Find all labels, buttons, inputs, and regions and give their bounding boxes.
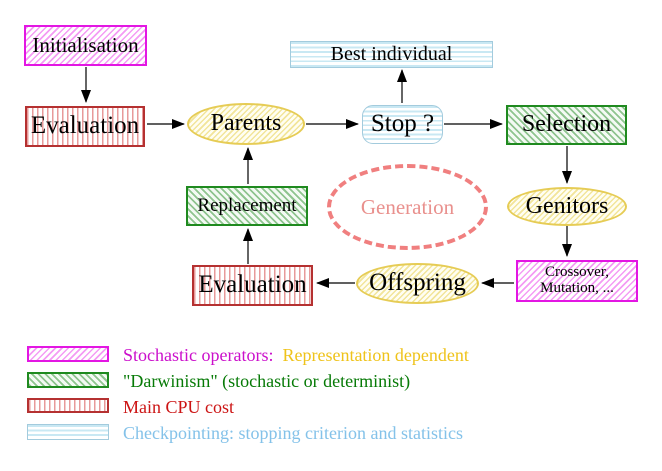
node-generation-loop: Generation [327, 164, 488, 250]
legend-swatch-darwinism [27, 372, 109, 388]
node-replacement: Replacement [186, 186, 308, 226]
node-genitors: Genitors [507, 187, 627, 226]
legend-swatch-checkpointing [27, 424, 109, 440]
legend-label-cpu-cost: Main CPU cost [123, 397, 235, 417]
node-crossover-mutation: Crossover, Mutation, ... [516, 260, 638, 302]
crossover-line2: Mutation, ... [540, 280, 614, 296]
legend-label-stochastic-operators: Stochastic operators: Representation depe… [123, 345, 469, 366]
legend-label-stochastic-part: Stochastic operators: [123, 345, 274, 365]
legend-label-darwinism: "Darwinism" (stochastic or determinist) [123, 371, 411, 391]
node-selection: Selection [506, 105, 627, 145]
node-offspring: Offspring [356, 263, 479, 304]
legend-swatch-stochastic-operators [27, 346, 109, 362]
node-stop: Stop ? [362, 105, 443, 144]
legend-label-representation-part: Representation dependent [282, 345, 469, 365]
node-best-individual: Best individual [290, 41, 493, 68]
node-parents: Parents [187, 103, 305, 145]
crossover-line1: Crossover, [545, 264, 609, 281]
node-evaluation-bottom: Evaluation [192, 265, 313, 306]
legend-label-checkpointing: Checkpointing: stopping criterion and st… [123, 423, 463, 443]
node-initialisation: Initialisation [24, 25, 147, 66]
legend-swatch-cpu-cost [27, 398, 109, 413]
node-evaluation-top: Evaluation [25, 106, 145, 147]
